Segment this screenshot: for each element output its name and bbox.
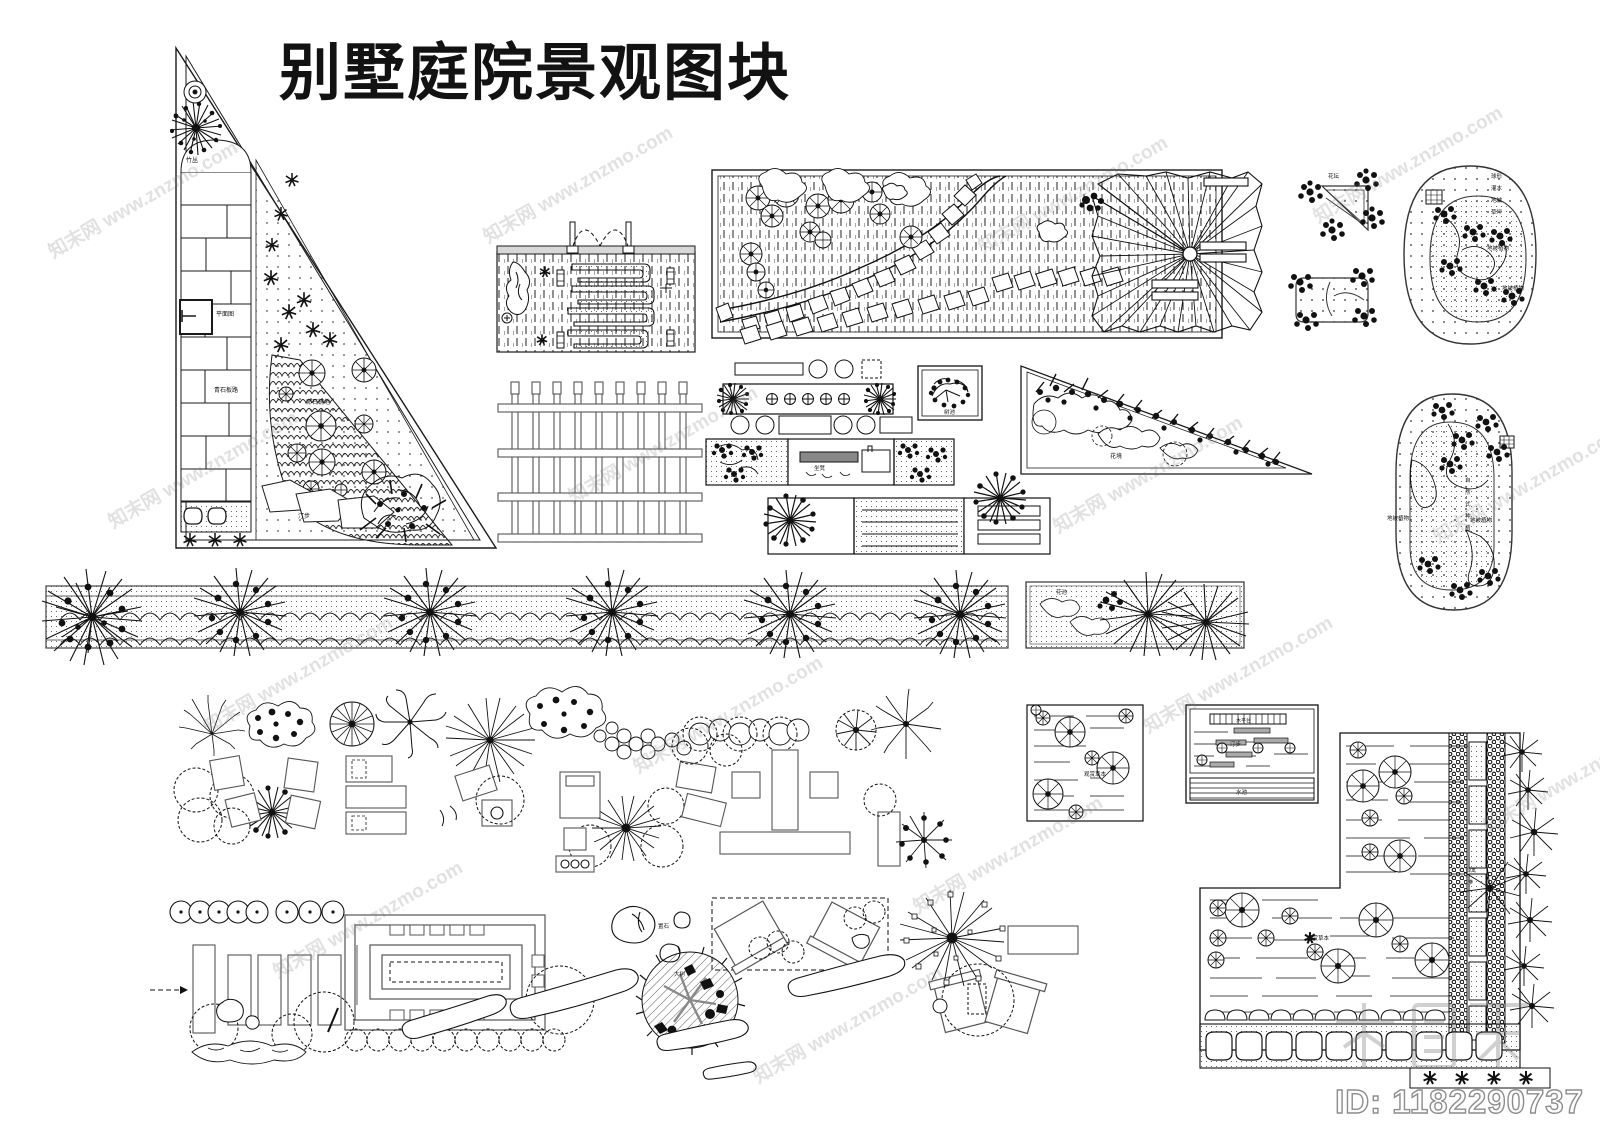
watermark-text: 知末网 www.znzmo.com	[480, 122, 677, 248]
svg-text:地被植物: 地被植物	[1487, 244, 1510, 252]
outdoor-furniture-library	[177, 727, 952, 873]
watermark-text: 知末网 www.znzmo.com	[975, 132, 1172, 258]
svg-text:地被植物: 地被植物	[1387, 514, 1410, 522]
watermark-text: 知末网 www.znzmo.com	[910, 792, 1107, 918]
umbrella-pavilion-plan	[1091, 171, 1263, 333]
svg-text:水池: 水池	[1236, 788, 1248, 796]
svg-text:花池: 花池	[1056, 588, 1068, 596]
svg-text:观赏草本: 观赏草本	[1307, 934, 1330, 942]
paved-terrace-plan	[496, 221, 696, 353]
svg-text:式: 式	[1465, 500, 1471, 508]
lawn-plan-small: 观赏草本	[1026, 704, 1144, 822]
watermark-text: 知末网 www.znzmo.com	[750, 962, 947, 1088]
svg-text:然: 然	[1465, 488, 1471, 496]
svg-text:置石: 置石	[658, 923, 670, 930]
deck-chairs-group	[711, 889, 1079, 1037]
long-hedge-strip	[41, 567, 1009, 666]
svg-text:花坛: 花坛	[1328, 172, 1340, 180]
planter-row-second	[763, 471, 1051, 555]
square-tree-pit: 树池	[917, 365, 983, 421]
svg-text:平面图: 平面图	[216, 311, 234, 318]
svg-text:球形: 球形	[1491, 172, 1503, 180]
svg-text:地被植物: 地被植物	[1470, 516, 1493, 524]
tree-symbol-library	[173, 686, 942, 868]
resource-id-label: ID: 1182290737	[1334, 1082, 1584, 1120]
triangular-planting-bed: 花境	[1020, 365, 1313, 475]
svg-text:草坪: 草坪	[1491, 208, 1503, 216]
svg-text:花境: 花境	[1110, 452, 1122, 460]
watermark-text: 知末网 www.znzmo.com	[1310, 102, 1507, 228]
svg-text:竹丛: 竹丛	[186, 156, 198, 164]
watermark-text: 知末网 www.znzmo.com	[1140, 612, 1337, 738]
svg-text:地被: 地被	[1491, 196, 1503, 204]
watermark-text: 知末网 www.znzmo.com	[270, 857, 467, 983]
watermark-text: 知末网 www.znzmo.com	[1050, 412, 1247, 538]
narrow-courtyard-strip: 花池	[1025, 571, 1250, 661]
svg-text:植: 植	[1465, 524, 1471, 532]
oval-planting-bed-upper: 球形 灌木 地被 草坪 地被植物 地被植物	[1403, 165, 1537, 345]
svg-text:种: 种	[1465, 512, 1471, 520]
svg-text:绿篱: 绿篱	[1466, 867, 1476, 874]
svg-text:汀步: 汀步	[298, 512, 310, 520]
svg-text:大树: 大树	[674, 970, 686, 978]
watermark-text: 知末网 www.znzmo.com	[105, 407, 302, 533]
svg-text:地被植物: 地被植物	[1502, 284, 1525, 292]
rock-and-stone-group: 置石 大树	[401, 905, 906, 1080]
svg-text:汀步: 汀步	[1230, 741, 1242, 748]
svg-text:自: 自	[1465, 476, 1471, 484]
watermark-text: 知末网 www.znzmo.com	[200, 612, 397, 738]
svg-text:观赏草本: 观赏草本	[1084, 770, 1107, 778]
svg-text:青石板路: 青石板路	[214, 386, 238, 394]
watermark-text: 知末网 www.znzmo.com	[1480, 712, 1600, 838]
planter-row-three-bay: 坐凳	[705, 438, 955, 486]
planter-bench-group	[716, 359, 913, 435]
pool-detail-plan: 水池 汀步 木平台	[1185, 704, 1319, 804]
svg-text:坐凳: 坐凳	[814, 464, 826, 472]
watermark-text: 知末网 www.znzmo.com	[1430, 422, 1600, 548]
svg-text:带: 带	[1468, 880, 1473, 886]
svg-text:木平台: 木平台	[1236, 717, 1251, 724]
pergola-grid-plan	[497, 381, 703, 543]
small-plant-cluster-a: 花坛	[1298, 168, 1385, 241]
svg-text:灌木: 灌木	[1491, 184, 1503, 192]
l-shaped-garden-plan: 观赏草本 绿篱 带	[1199, 731, 1559, 1089]
watermark-text: 知末网 www.znzmo.com	[565, 382, 762, 508]
triangular-corner-garden-plan: 平面图 青石板路 卵石铺地	[169, 45, 498, 549]
svg-text:卵石铺地: 卵石铺地	[306, 398, 330, 406]
watermark-text: 知末网 www.znzmo.com	[45, 137, 242, 263]
small-plant-cluster-b	[1288, 268, 1377, 331]
svg-text:树池: 树池	[944, 408, 956, 416]
long-landscape-strip-plan	[711, 168, 1263, 345]
oval-planting-bed-lower: 自 然 式 种 植 地被植物 地被植物	[1387, 393, 1515, 611]
page-title: 别墅庭院景观图块	[278, 36, 791, 109]
watermark-text: 知末网 www.znzmo.com	[630, 652, 827, 778]
